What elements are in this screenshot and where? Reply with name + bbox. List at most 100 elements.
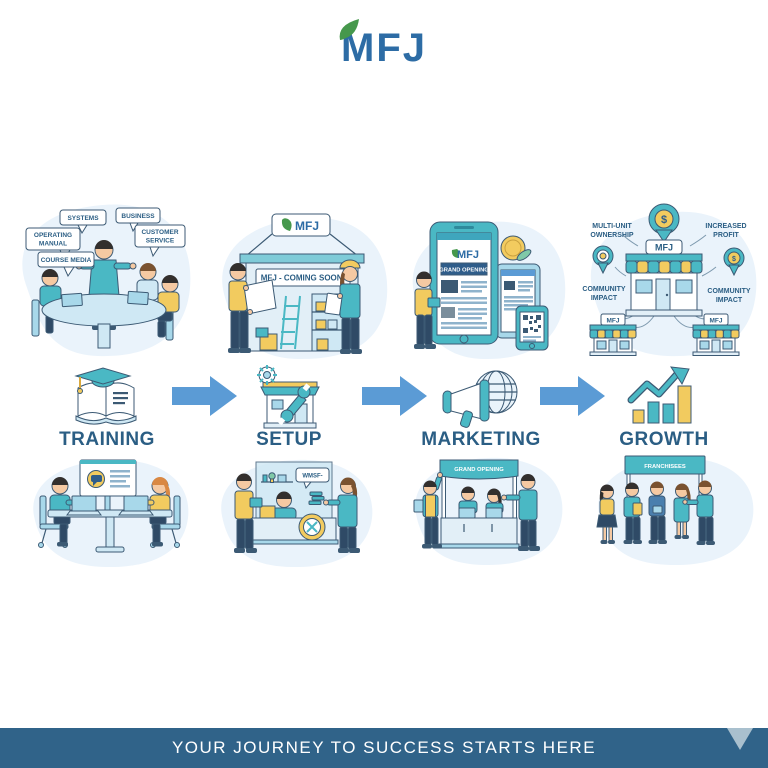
team-member-5 bbox=[682, 480, 715, 545]
bubble-course-media: COURSE MEDIA bbox=[37, 251, 95, 278]
manager-left bbox=[234, 473, 263, 553]
team-member-2 bbox=[623, 482, 643, 544]
stage-label-training: TRAINING bbox=[59, 429, 155, 450]
growth-top-illustration: $ MULTI-UNIT OWNERSHIP INCREASED PROFIT … bbox=[582, 203, 757, 357]
dollar-pin-right: $ bbox=[723, 247, 745, 277]
table bbox=[47, 509, 173, 518]
seated-person-right bbox=[157, 275, 180, 338]
svg-text:$: $ bbox=[661, 214, 667, 226]
training-bottom-illustration bbox=[33, 459, 189, 568]
bar-chart-icon bbox=[632, 385, 692, 424]
svg-text:FRANCHISEES: FRANCHISEES bbox=[644, 464, 686, 470]
stage-label-growth: GROWTH bbox=[619, 429, 709, 450]
setup-icon bbox=[257, 365, 320, 429]
marketing-top-illustration: MFJ GRAND OPENING bbox=[412, 221, 566, 360]
booth-banner: GRAND OPENING bbox=[439, 459, 519, 480]
coin-leaf-icon bbox=[500, 235, 532, 261]
store-interior bbox=[255, 293, 349, 352]
training-top-illustration: SYSTEMS BUSINESS OPERATING MANUAL CUSTOM… bbox=[22, 204, 191, 357]
label-community-left: COMMUNITY bbox=[582, 286, 625, 293]
setup-bottom-illustration: WMSF- bbox=[221, 459, 373, 568]
presentation-screen bbox=[79, 459, 137, 513]
svg-text:CUSTOMER: CUSTOMER bbox=[141, 229, 178, 236]
graduation-cap-icon bbox=[74, 367, 132, 394]
label-multi-unit: MULTI-UNIT bbox=[592, 223, 632, 230]
arrow-setup-to-marketing bbox=[362, 376, 427, 416]
svg-text:WMSF-: WMSF- bbox=[302, 474, 322, 480]
team-member-3 bbox=[648, 481, 667, 544]
marketing-bottom-illustration: GRAND OPENING bbox=[413, 457, 563, 566]
svg-text:PROFIT: PROFIT bbox=[713, 232, 739, 239]
laptops bbox=[66, 495, 154, 516]
dollar-pin-top: $ bbox=[648, 203, 680, 243]
svg-text:MFJ: MFJ bbox=[457, 249, 479, 261]
trainee-left bbox=[49, 477, 84, 547]
visitor bbox=[501, 474, 540, 551]
community-pin-left bbox=[592, 245, 614, 275]
stage-label-setup: SETUP bbox=[256, 429, 322, 450]
svg-text:IMPACT: IMPACT bbox=[716, 297, 743, 304]
smartphone: MFJ GRAND OPENING bbox=[429, 221, 499, 345]
training-icon bbox=[74, 367, 137, 425]
shelf-items bbox=[261, 472, 293, 483]
clerk bbox=[271, 491, 297, 521]
svg-text:MANUAL: MANUAL bbox=[39, 241, 67, 248]
growth-bottom-illustration: FRANCHISEES bbox=[596, 455, 754, 566]
footer-banner: YOUR JOURNEY TO SUCCESS STARTS HERE bbox=[0, 728, 768, 768]
svg-text:OWNERSHIP: OWNERSHIP bbox=[590, 232, 634, 239]
table-base bbox=[95, 546, 125, 553]
small-store-left: MFJ bbox=[589, 313, 637, 356]
arrow-marketing-to-growth bbox=[540, 376, 605, 416]
gear-icon bbox=[257, 365, 277, 385]
table-pedestal bbox=[97, 323, 111, 349]
growth-icon bbox=[627, 366, 692, 424]
svg-text:GRAND OPENING: GRAND OPENING bbox=[439, 268, 489, 274]
svg-text:SERVICE: SERVICE bbox=[146, 238, 175, 245]
builder-right bbox=[324, 259, 362, 354]
svg-text:SYSTEMS: SYSTEMS bbox=[67, 215, 99, 222]
speech-bubble: WMSF- bbox=[295, 467, 330, 490]
svg-text:COURSE MEDIA: COURSE MEDIA bbox=[41, 257, 92, 264]
growth-arrow-icon bbox=[627, 366, 690, 404]
footer-tagline: YOUR JOURNEY TO SUCCESS STARTS HERE bbox=[171, 738, 597, 757]
svg-text:MFJ: MFJ bbox=[607, 318, 620, 325]
svg-text:GRAND OPENING: GRAND OPENING bbox=[454, 467, 504, 473]
stage-label-marketing: MARKETING bbox=[421, 429, 541, 450]
label-community-right: COMMUNITY bbox=[707, 288, 750, 295]
open-book-icon bbox=[75, 382, 137, 425]
counter-base bbox=[249, 539, 339, 545]
person-with-tablet bbox=[414, 271, 441, 349]
speech-bubbles: SYSTEMS BUSINESS OPERATING MANUAL CUSTOM… bbox=[25, 207, 186, 278]
booth-counter bbox=[440, 517, 518, 545]
svg-text:MFJ: MFJ bbox=[710, 318, 723, 325]
booth-base bbox=[438, 543, 520, 549]
bubble-systems: SYSTEMS bbox=[59, 209, 107, 235]
marketing-icon bbox=[442, 370, 518, 428]
header: MFJ bbox=[0, 19, 768, 71]
svg-text:MFJ: MFJ bbox=[655, 243, 673, 253]
label-increased-profit: INCREASED bbox=[705, 223, 746, 230]
promoter bbox=[413, 472, 443, 549]
small-store-right: MFJ bbox=[692, 313, 740, 356]
setup-top-illustration: MFJ MFJ - COMING SOON! bbox=[222, 213, 388, 360]
wrench-icon bbox=[277, 383, 311, 426]
bubble-customer-service: CUSTOMER SERVICE bbox=[134, 224, 186, 258]
awning-stripes bbox=[625, 260, 703, 274]
mfj-logo: MFJ bbox=[339, 19, 427, 71]
svg-text:IMPACT: IMPACT bbox=[591, 295, 618, 302]
svg-text:$: $ bbox=[732, 256, 736, 263]
bubble-business: BUSINESS bbox=[115, 207, 161, 233]
team-member-1 bbox=[596, 484, 618, 544]
tools-badge bbox=[298, 513, 326, 541]
store-sign: MFJ bbox=[271, 213, 331, 237]
svg-text:BUSINESS: BUSINESS bbox=[121, 213, 155, 220]
logo-text: MFJ bbox=[341, 26, 427, 70]
booth-post-left bbox=[441, 475, 446, 523]
footer-notch-decoration bbox=[727, 728, 753, 750]
svg-text:MFJ - COMING SOON!: MFJ - COMING SOON! bbox=[261, 274, 345, 283]
builder-left bbox=[228, 263, 277, 353]
logo-leaf-icon bbox=[339, 19, 359, 40]
megaphone-icon bbox=[442, 379, 490, 428]
arrow-training-to-setup bbox=[172, 376, 237, 416]
svg-text:OPERATING: OPERATING bbox=[34, 232, 72, 239]
